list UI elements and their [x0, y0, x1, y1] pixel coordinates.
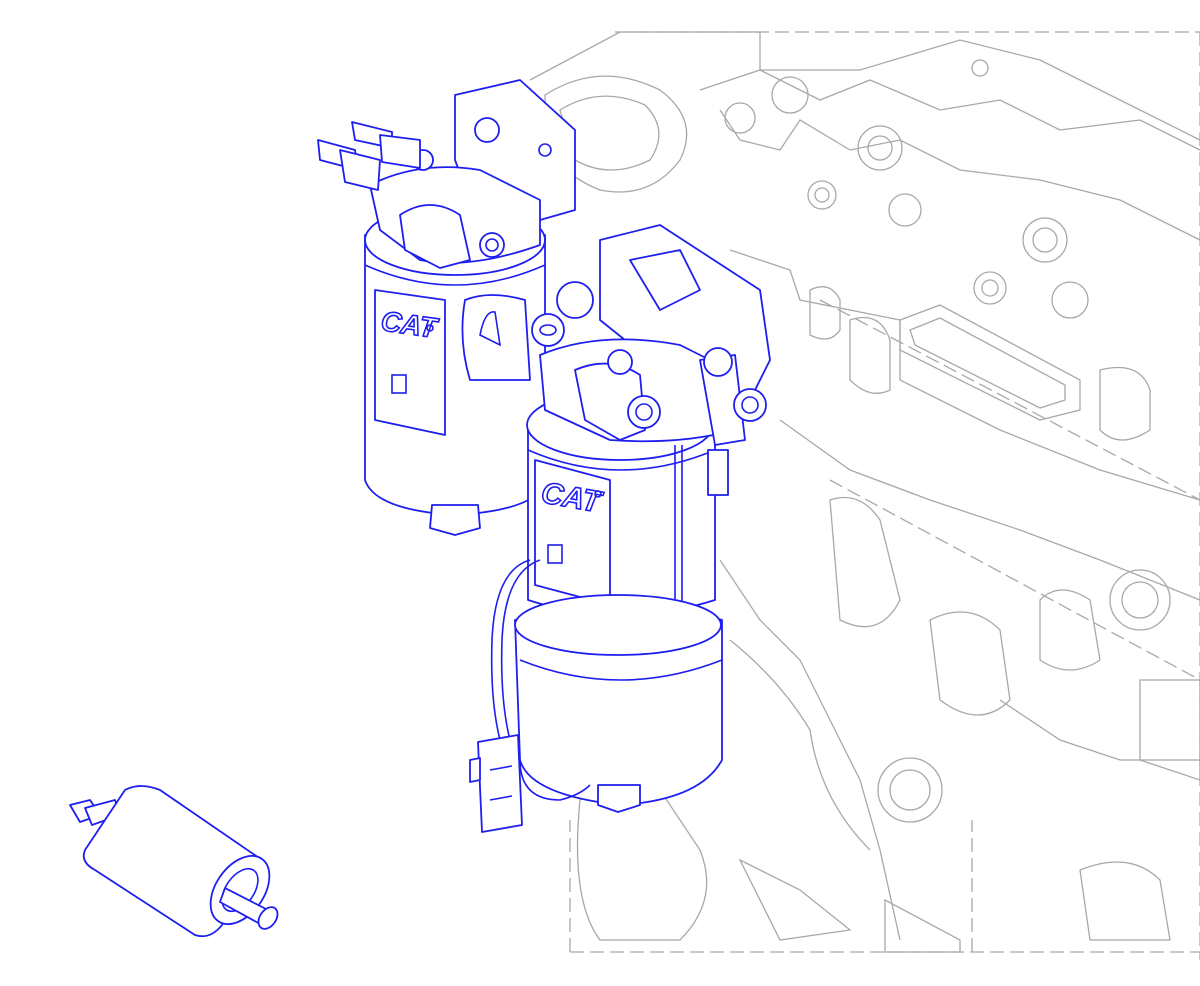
- primary-fuel-filter: CAT: [317, 79, 576, 536]
- wiring-connector: [469, 559, 591, 833]
- inline-fuel-filter: [69, 785, 279, 938]
- engine-block: [529, 31, 1200, 960]
- secondary-fuel-filter: CAT: [514, 224, 771, 813]
